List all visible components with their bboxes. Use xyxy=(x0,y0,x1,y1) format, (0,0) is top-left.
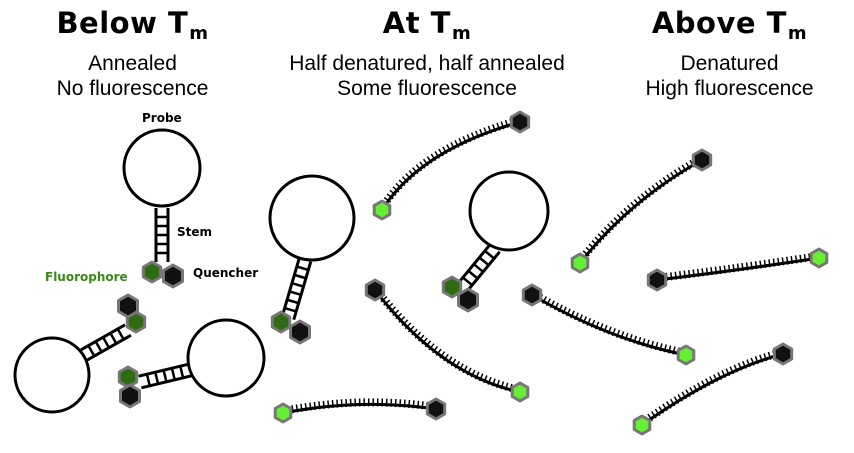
open-strand xyxy=(576,154,704,264)
hairpin-probe xyxy=(456,170,550,293)
hairpin-probe xyxy=(138,318,266,398)
fluorophore-quenched xyxy=(117,365,139,389)
probe-loop xyxy=(186,318,266,398)
probe-label: Probe xyxy=(142,111,182,125)
open-strand xyxy=(282,398,437,415)
fluorophore-label: Fluorophore xyxy=(45,270,128,284)
fluorophore-bright xyxy=(676,344,696,366)
open-strand xyxy=(371,285,521,394)
column-title-below-tm: Below Tm xyxy=(56,6,209,44)
state-label-above-tm: Denatured xyxy=(680,52,779,75)
quencher xyxy=(425,397,447,421)
quencher xyxy=(509,110,531,134)
quencher xyxy=(521,283,543,307)
fluorophore-quenched xyxy=(270,310,292,334)
fluorophore-bright xyxy=(570,252,590,274)
quencher xyxy=(289,319,311,345)
fluorescence-label-above-tm: High fluorescence xyxy=(645,77,814,100)
probe-loop xyxy=(13,336,91,414)
column-header-below-tm: Below Tm Annealed No fluorescence xyxy=(10,6,255,101)
fluorophore-bright xyxy=(372,199,392,221)
quencher-label: Quencher xyxy=(193,266,258,280)
quencher xyxy=(117,293,139,319)
open-strand xyxy=(378,116,522,211)
column-title-at-tm: At Tm xyxy=(382,6,472,44)
quencher xyxy=(364,278,386,302)
hairpin-probe xyxy=(268,174,356,321)
fluorophore-bright xyxy=(510,381,530,403)
probe-loop xyxy=(268,174,356,262)
column-header-above-tm: Above Tm Denatured High fluorescence xyxy=(612,6,847,101)
fluorophore-bright xyxy=(632,414,652,436)
fluorophore-bright xyxy=(273,402,293,424)
hairpin-probe xyxy=(122,128,202,262)
quencher xyxy=(646,268,668,292)
hairpin-probe xyxy=(13,323,132,414)
quencher xyxy=(691,148,713,172)
probe-loop xyxy=(468,170,550,252)
state-label-at-tm: Half denatured, half annealed xyxy=(289,52,565,75)
probe-loop xyxy=(122,128,202,208)
fluorophore-quenched xyxy=(141,260,163,284)
quencher xyxy=(457,287,479,313)
molecule-layer xyxy=(13,110,829,436)
quencher xyxy=(162,263,184,289)
fluorophore-quenched xyxy=(441,275,463,299)
state-label-below-tm: Annealed xyxy=(88,52,177,75)
quencher xyxy=(119,383,141,409)
fluorescence-label-below-tm: No fluorescence xyxy=(56,77,209,100)
column-title-above-tm: Above Tm xyxy=(651,6,808,44)
open-strand xyxy=(530,289,687,357)
fluorophore-bright xyxy=(809,247,829,269)
fluorescence-label-at-tm: Some fluorescence xyxy=(337,77,517,100)
stem-label: Stem xyxy=(177,225,212,239)
quencher xyxy=(772,342,794,366)
open-strand xyxy=(656,252,820,282)
open-strand xyxy=(639,348,784,427)
column-header-at-tm: At Tm Half denatured, half annealed Some… xyxy=(262,6,592,101)
